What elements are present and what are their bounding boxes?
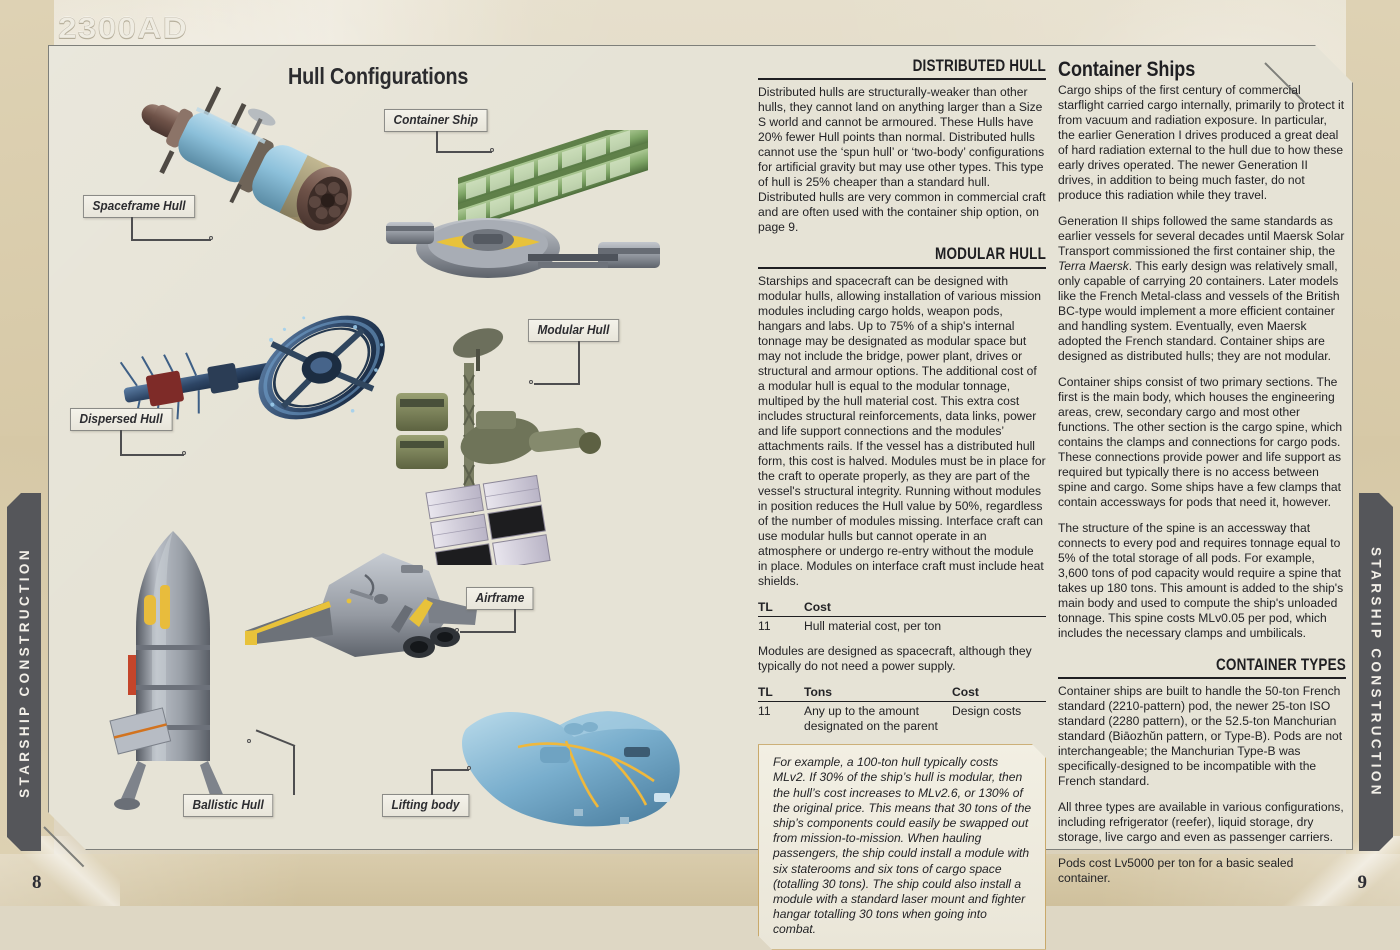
table-row: 11 Any up to the amount designated on th… bbox=[758, 702, 1046, 734]
side-tab-starship-construction-right: STARSHIP CONSTRUCTION bbox=[1359, 493, 1393, 851]
callout-lifting-body: Lifting body bbox=[382, 794, 469, 817]
leader-dispersed-h bbox=[120, 454, 184, 456]
corner-wedge-top-left bbox=[0, 0, 54, 470]
cell-cost: Hull material cost, per ton bbox=[804, 618, 942, 633]
container-ship-illustration bbox=[386, 130, 660, 278]
spaceframe-hull-illustration bbox=[141, 86, 352, 231]
table-row: 11 Hull material cost, per ton bbox=[758, 616, 1046, 633]
leader-dot-lifting bbox=[467, 766, 471, 770]
leader-ballistic-v bbox=[293, 745, 295, 795]
footer-band bbox=[0, 854, 1400, 906]
cell-tons: Any up to the amount designated on the p… bbox=[804, 704, 938, 733]
maersk-pre: Generation II ships followed the same st… bbox=[1058, 214, 1345, 258]
ship-name-terra-maersk: Terra Maersk bbox=[1058, 259, 1129, 273]
right-text-column: Container Ships Cargo ships of the first… bbox=[1058, 58, 1346, 897]
table-header-row: TL Cost bbox=[758, 599, 1046, 617]
leader-airframe-h bbox=[460, 631, 516, 633]
leader-dot-airframe bbox=[455, 628, 459, 632]
page-number-right: 9 bbox=[1357, 872, 1368, 893]
section-heading-distributed-hull: DISTRIBUTED HULL bbox=[912, 57, 1046, 75]
header-tons: Tons bbox=[804, 685, 952, 703]
rule-container-types bbox=[1058, 677, 1346, 680]
table-modules: TL Tons Cost 11 Any up to the amount des… bbox=[758, 685, 1046, 733]
side-tab-label-right: STARSHIP CONSTRUCTION bbox=[1368, 546, 1384, 798]
leader-lifting-h bbox=[431, 769, 469, 771]
leader-ballistic-d bbox=[255, 729, 296, 747]
leader-spaceframe-h bbox=[131, 239, 211, 241]
section-heading-modular-hull: MODULAR HULL bbox=[935, 245, 1046, 264]
cell-tl: 11 bbox=[758, 704, 771, 719]
page-spread: 2300AD STARSHIP CONSTRUCTION STARSHIP CO… bbox=[0, 0, 1400, 906]
cell-cost: Design costs bbox=[952, 704, 1022, 719]
section-heading-container-types: CONTAINER TYPES bbox=[1215, 656, 1346, 674]
paragraph-spine-structure: The structure of the spine is an accessw… bbox=[1058, 521, 1344, 640]
header-cost: Cost bbox=[804, 599, 1046, 617]
paragraph-maersk: Generation II ships followed the same st… bbox=[1058, 214, 1346, 364]
hull-configurations-heading: Hull Configurations bbox=[288, 63, 469, 89]
ballistic-hull-illustration bbox=[109, 531, 232, 810]
example-text: For example, a 100-ton hull typically co… bbox=[773, 755, 1032, 937]
table-hull-cost: TL Cost 11 Hull material cost, per ton bbox=[758, 599, 1046, 634]
leader-dot-spaceframe bbox=[209, 236, 213, 240]
header-tl: TL bbox=[758, 685, 804, 703]
leader-modular-v bbox=[578, 341, 580, 385]
paragraph-modules-note: Modules are designed as spacecraft, alth… bbox=[758, 644, 1032, 674]
leader-dot-ballistic bbox=[247, 739, 251, 743]
example-callout-box: For example, a 100-ton hull typically co… bbox=[758, 744, 1046, 949]
leader-airframe-v bbox=[514, 609, 516, 633]
paragraph-container-standards: Container ships are built to handle the … bbox=[1058, 684, 1343, 789]
airframe-illustration bbox=[245, 553, 477, 658]
paragraph-modular-hull: Starships and spacecraft can be designed… bbox=[758, 273, 1046, 588]
callout-spaceframe-hull: Spaceframe Hull bbox=[83, 195, 196, 218]
leader-container-v bbox=[436, 131, 438, 153]
callout-dispersed-hull: Dispersed Hull bbox=[70, 408, 173, 431]
leader-modular-h bbox=[534, 383, 580, 385]
rule-distributed-hull bbox=[758, 78, 1046, 81]
middle-text-column: DISTRIBUTED HULL Distributed hulls are s… bbox=[758, 57, 1046, 950]
paragraph-pod-cost: Pods cost Lv5000 per ton for a basic sea… bbox=[1058, 856, 1294, 886]
rule-modular-hull bbox=[758, 266, 1046, 269]
callout-modular-hull: Modular Hull bbox=[528, 319, 619, 342]
leader-dot-container bbox=[490, 148, 494, 152]
cell-tl: 11 bbox=[758, 618, 771, 633]
table-header-row: TL Tons Cost bbox=[758, 685, 1046, 703]
leader-dispersed-v bbox=[120, 430, 122, 456]
heading-container-ships: Container Ships bbox=[1058, 58, 1196, 81]
leader-dot-dispersed bbox=[182, 451, 186, 455]
paragraph-container-configurations: All three types are available in various… bbox=[1058, 800, 1344, 845]
lifting-body-illustration bbox=[462, 711, 680, 827]
dispersed-hull-illustration bbox=[119, 315, 385, 428]
page-number-left: 8 bbox=[32, 872, 42, 893]
side-tab-starship-construction-left: STARSHIP CONSTRUCTION bbox=[7, 493, 41, 851]
book-logo: 2300AD bbox=[58, 12, 189, 46]
callout-ballistic-hull: Ballistic Hull bbox=[183, 794, 274, 817]
callout-airframe: Airframe bbox=[466, 587, 534, 610]
corner-wedge-top-right bbox=[1346, 0, 1400, 470]
leader-container-h bbox=[436, 151, 492, 153]
leader-dot-modular bbox=[529, 380, 533, 384]
header-tl: TL bbox=[758, 599, 804, 617]
modular-hull-illustration bbox=[396, 328, 601, 565]
header-cost: Cost bbox=[952, 685, 1046, 703]
left-page-illustrations: Hull Configurations bbox=[48, 45, 748, 850]
paragraph-distributed-hull: Distributed hulls are structurally-weake… bbox=[758, 85, 1046, 235]
paragraph-container-intro: Cargo ships of the first century of comm… bbox=[1058, 83, 1345, 202]
maersk-post: . This early design was relatively small… bbox=[1058, 259, 1340, 363]
paragraph-container-sections: Container ships consist of two primary s… bbox=[1058, 375, 1343, 509]
side-tab-label-left: STARSHIP CONSTRUCTION bbox=[16, 546, 32, 798]
callout-container-ship: Container Ship bbox=[384, 109, 488, 132]
leader-lifting-v bbox=[431, 769, 433, 795]
leader-spaceframe-v bbox=[131, 217, 133, 241]
